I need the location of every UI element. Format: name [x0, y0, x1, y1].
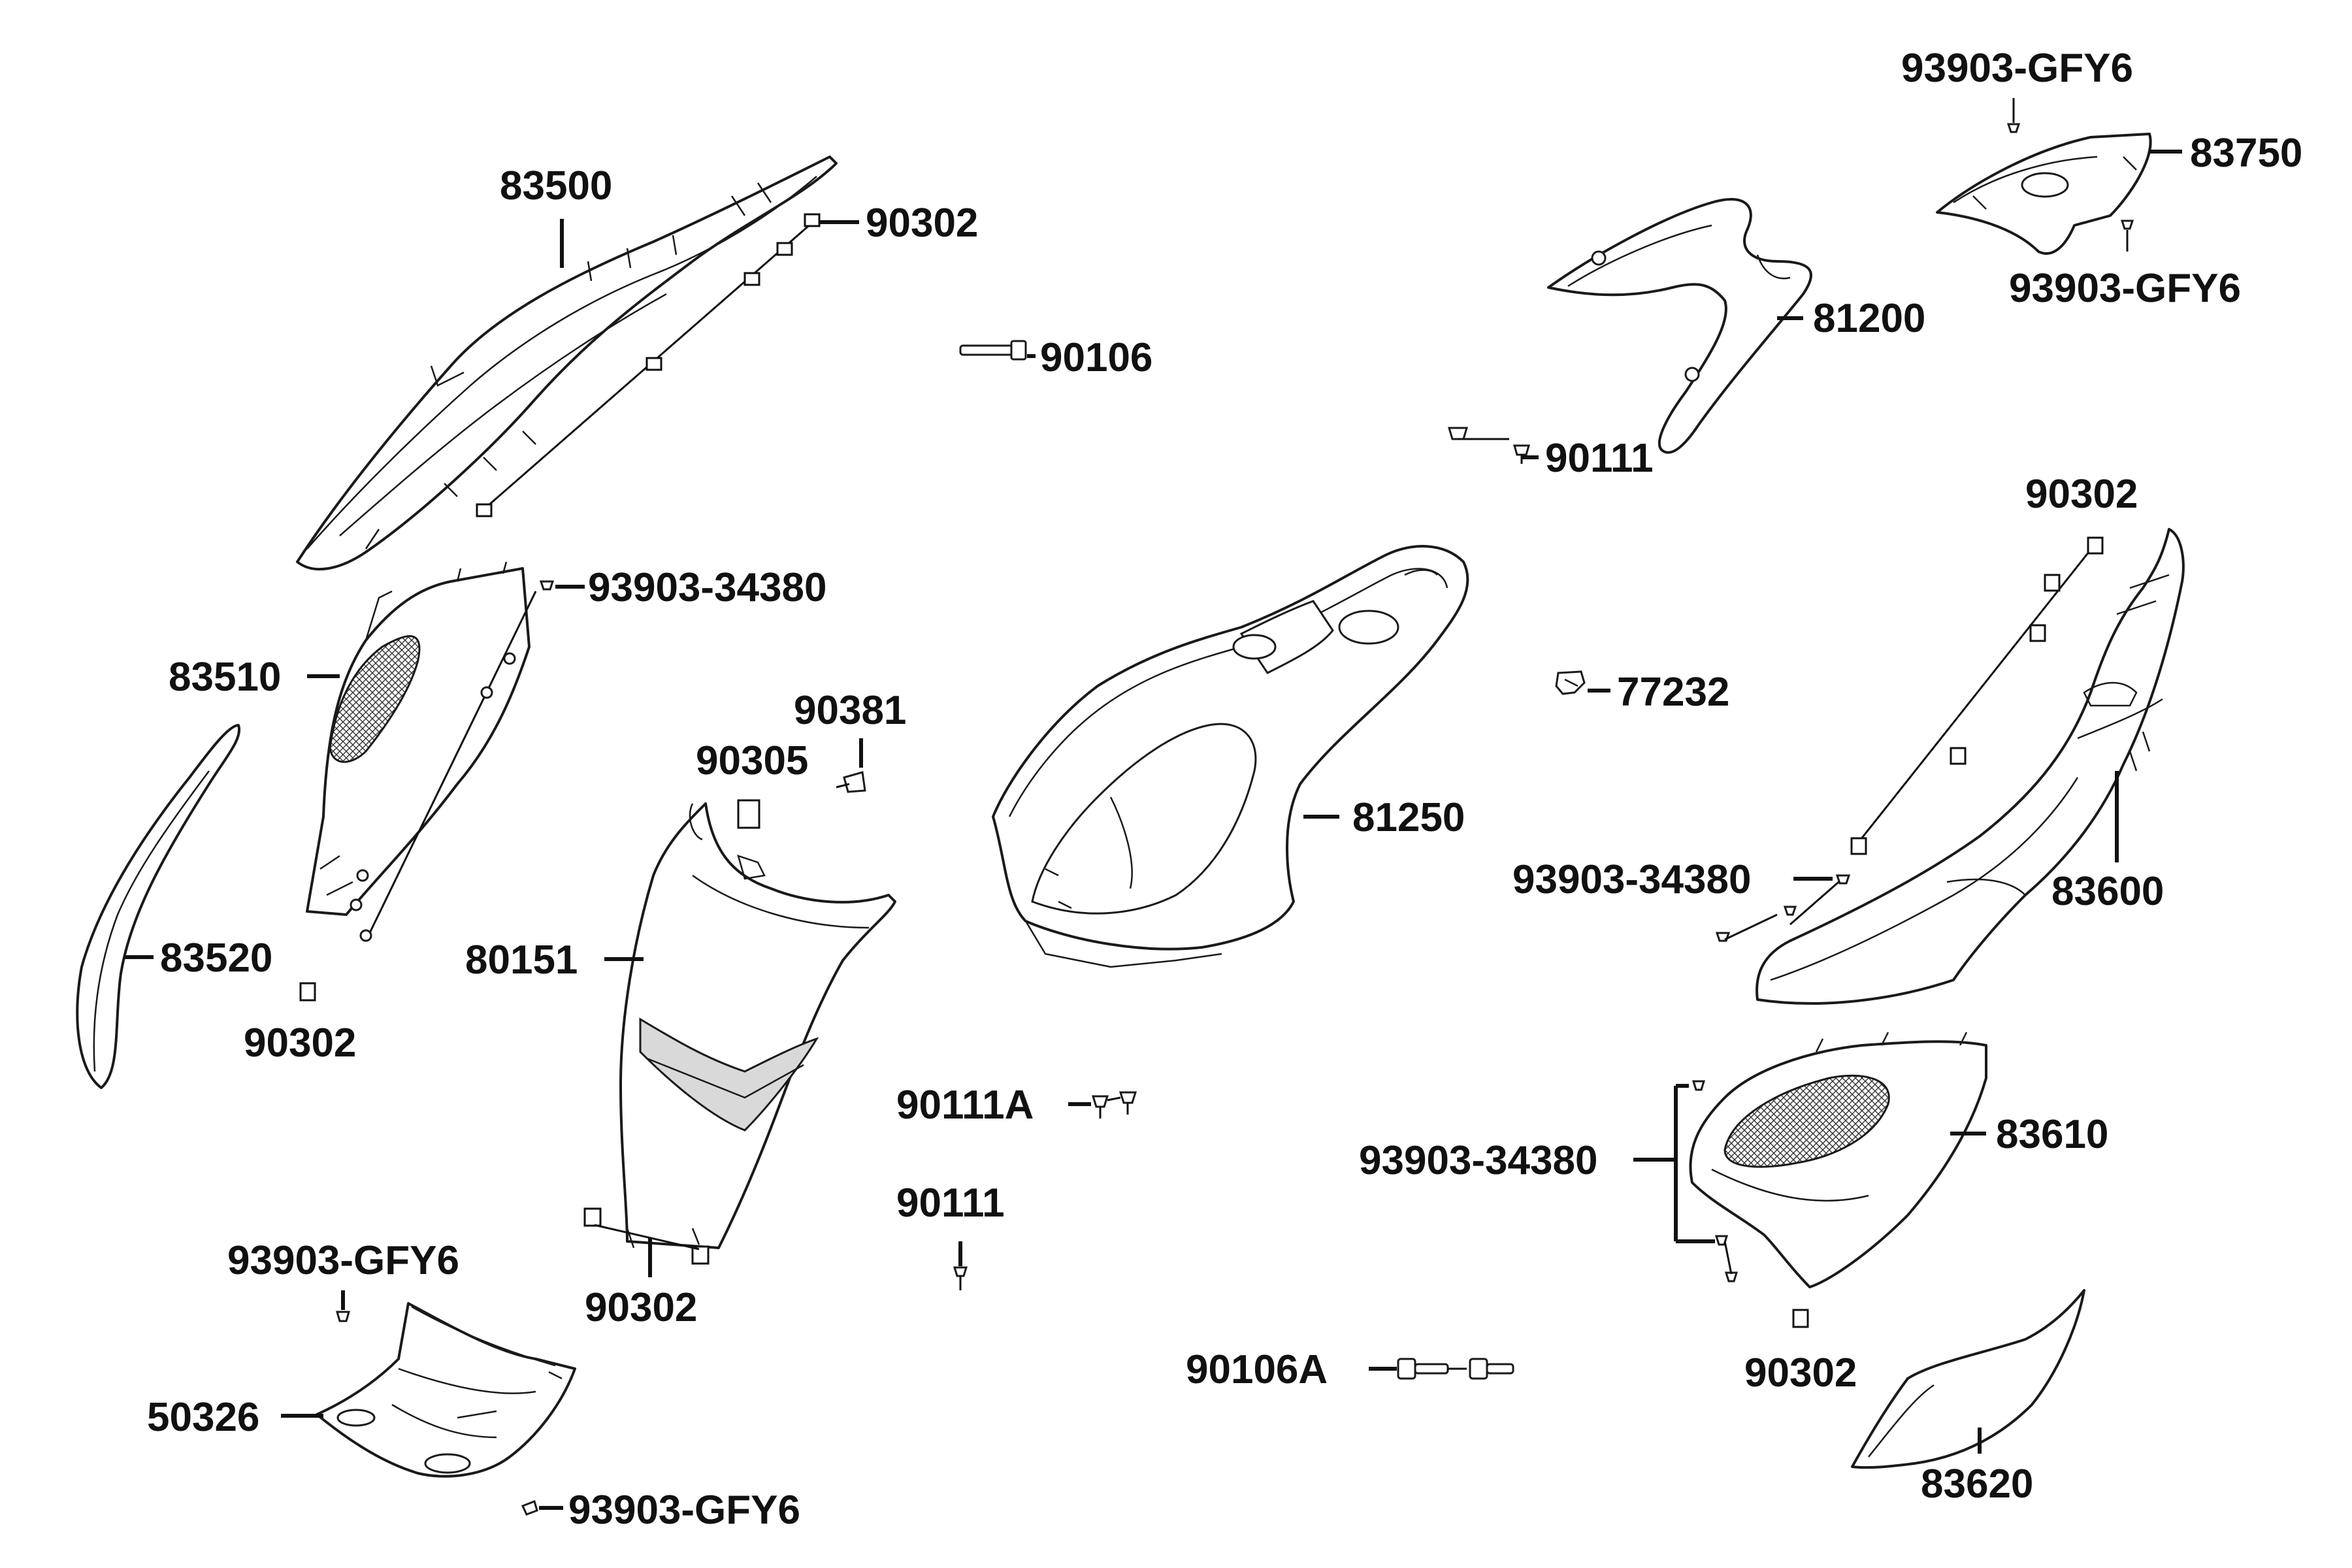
clip-set-90302-c — [583, 1207, 710, 1265]
label-90381: 90381 — [794, 688, 906, 733]
label-90302-b: 90302 — [244, 1021, 356, 1066]
clip-set-90302-a — [476, 213, 821, 517]
label-93903-gfy6-b: 93903-GFY6 — [2009, 266, 2241, 311]
inner-front-panel-80151 — [619, 802, 896, 1249]
label-90106A: 90106A — [1186, 1347, 1328, 1392]
label-83500: 83500 — [500, 163, 612, 208]
label-93903-34380-c: 93903-34380 — [1359, 1138, 1597, 1183]
side-strip-83620 — [1851, 1289, 2085, 1469]
label-90106: 90106 — [1040, 335, 1152, 380]
label-83510: 83510 — [169, 655, 281, 700]
screw-set-93903-34380-c — [1674, 1080, 1739, 1282]
label-93903-gfy6-d: 93903-GFY6 — [568, 1488, 800, 1533]
label-77232: 77232 — [1617, 670, 1729, 715]
label-93903-34380-b: 93903-34380 — [1512, 857, 1751, 902]
label-83520: 83520 — [160, 936, 272, 981]
clip-90302-e — [1792, 1309, 1809, 1328]
label-90302-c: 90302 — [585, 1285, 697, 1330]
rear-center-cover-83750 — [1936, 133, 2152, 255]
rear-body-cover-83500 — [296, 155, 838, 571]
side-panel-83510 — [306, 561, 531, 916]
label-81200: 81200 — [1813, 296, 1925, 341]
label-90111-a: 90111 — [1545, 436, 1654, 481]
label-83750: 83750 — [2190, 131, 2302, 176]
label-83600: 83600 — [2051, 869, 2164, 914]
label-90111-b: 90111 — [896, 1181, 1005, 1226]
label-50326: 50326 — [147, 1395, 259, 1440]
bolt-set-90111-a — [1447, 427, 1530, 464]
label-90305: 90305 — [696, 738, 808, 783]
side-cover-83600 — [1756, 528, 2185, 1005]
clip-90302-b — [299, 982, 316, 1002]
clip-77232 — [1555, 670, 1586, 695]
screw-90381 — [836, 738, 866, 793]
label-90302-d: 90302 — [2025, 472, 2138, 517]
label-83620: 83620 — [1921, 1462, 2033, 1507]
label-90111A: 90111A — [896, 1083, 1034, 1128]
label-90302-a: 90302 — [866, 201, 978, 246]
label-93903-34380-a: 93903-34380 — [588, 565, 826, 610]
side-strip-83520 — [76, 724, 241, 1089]
label-90302-e: 90302 — [1744, 1350, 1857, 1396]
screw-93903-gfy6-a — [2006, 98, 2021, 133]
label-80151: 80151 — [465, 938, 578, 983]
label-81250: 81250 — [1352, 795, 1465, 840]
screw-93903-gfy6-d — [521, 1500, 563, 1516]
helmet-box-81250 — [992, 545, 1469, 968]
rear-carrier-81200 — [1547, 198, 1812, 454]
label-93903-gfy6-a: 93903-GFY6 — [1901, 46, 2133, 91]
bolt-90111-b — [953, 1241, 968, 1290]
bolt-set-90111A — [1068, 1091, 1137, 1119]
label-93903-gfy6-c: 93903-GFY6 — [227, 1238, 459, 1283]
side-panel-83610 — [1689, 1032, 1987, 1288]
screw-set-93903-34380-a — [350, 580, 555, 942]
screw-93903-gfy6-b — [2120, 220, 2134, 252]
screw-93903-gfy6-c — [336, 1290, 350, 1322]
label-83610: 83610 — [1996, 1112, 2108, 1157]
bolt-90106 — [959, 340, 1027, 361]
floor-panel-50326 — [316, 1302, 576, 1478]
bolt-set-90106A — [1369, 1358, 1514, 1380]
screw-set-93903-34380-b — [1715, 874, 1851, 942]
clip-90305 — [737, 799, 760, 829]
clip-set-90302-d — [1850, 536, 2104, 855]
